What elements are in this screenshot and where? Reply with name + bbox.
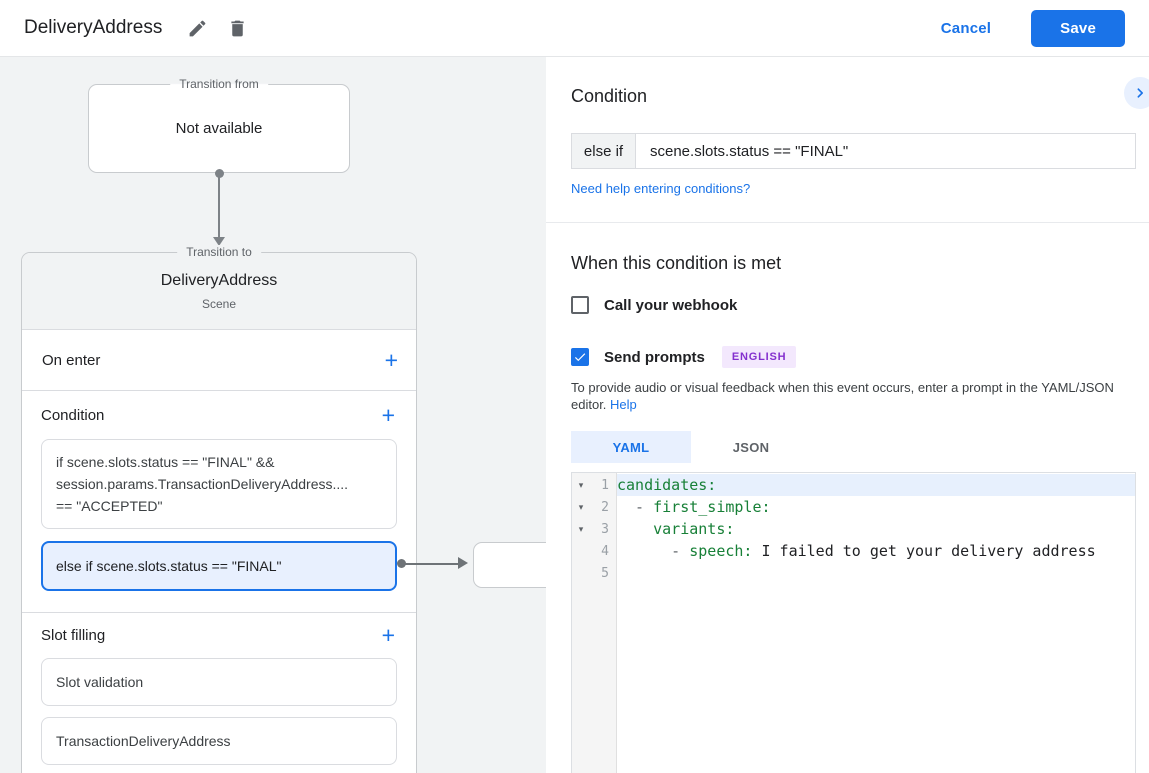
condition-label-row: Condition + [41, 391, 397, 439]
cancel-button[interactable]: Cancel [940, 19, 992, 37]
connector-right-dot [397, 559, 406, 568]
line-number: 1 [601, 477, 609, 493]
yaml-indent [617, 520, 653, 538]
transition-to-legend: Transition to [177, 245, 261, 259]
save-button[interactable]: Save [1031, 9, 1125, 47]
on-enter-section: On enter + [22, 330, 416, 391]
yaml-value: I failed to get your delivery address [752, 542, 1096, 560]
scene-diagram-canvas: Transition from Not available Transition… [0, 57, 546, 773]
slot-item-transaction-delivery-address[interactable]: TransactionDeliveryAddress [41, 717, 397, 765]
code-line-5 [617, 562, 1135, 584]
editor-code-area[interactable]: candidates: - first_simple: variants: - … [617, 473, 1135, 773]
condition-item-if[interactable]: if scene.slots.status == "FINAL" && sess… [41, 439, 397, 529]
fold-toggle-icon[interactable]: ▾ [578, 479, 584, 490]
trash-icon [231, 20, 244, 36]
line-number: 3 [601, 521, 609, 537]
transition-from-content: Not available [175, 120, 263, 137]
language-badge: ENGLISH [721, 346, 797, 368]
transition-target-node[interactable] [473, 542, 546, 588]
code-line-3: variants: [617, 518, 1135, 540]
condition-if-line2: session.params.TransactionDeliveryAddres… [56, 476, 349, 492]
editor-format-tabs: YAML JSON [571, 431, 811, 463]
chevron-right-icon [1137, 88, 1143, 98]
slot-filling-section: Slot filling + Slot validation Transacti… [22, 613, 416, 765]
code-line-2: - first_simple: [617, 496, 1135, 518]
panel-title: Condition [571, 86, 648, 106]
edit-scene-button[interactable] [184, 15, 210, 41]
conditions-help-link[interactable]: Need help entering conditions? [571, 181, 751, 196]
condition-if-line1: if scene.slots.status == "FINAL" && [56, 454, 275, 470]
scene-name: DeliveryAddress [160, 271, 278, 289]
panel-divider [546, 222, 1149, 223]
collapse-panel-button[interactable] [1124, 77, 1149, 109]
condition-label: Condition [41, 406, 105, 424]
gutter-row: ▾ 3 [572, 518, 616, 540]
prompts-description-text: To provide audio or visual feedback when… [571, 380, 1114, 412]
condition-if-line3: == "ACCEPTED" [56, 498, 163, 514]
delete-scene-button[interactable] [224, 15, 250, 41]
transition-from-box: Transition from Not available [88, 77, 350, 173]
code-line-1: candidates: [617, 474, 1135, 496]
condition-prefix: else if [572, 134, 636, 168]
when-condition-met-title: When this condition is met [571, 253, 782, 273]
connector-right-line [404, 563, 460, 565]
gutter-row: ▾ 2 [572, 496, 616, 518]
yaml-key: variants: [653, 520, 735, 538]
yaml-key: speech: [689, 542, 753, 560]
connector-right-arrowhead [458, 557, 468, 569]
fold-toggle-icon[interactable]: ▾ [578, 501, 584, 512]
fold-toggle-icon[interactable]: ▾ [578, 523, 584, 534]
condition-section: Condition + if scene.slots.status == "FI… [22, 391, 416, 613]
yaml-key: candidates: [617, 476, 717, 494]
prompts-help-link[interactable]: Help [610, 397, 637, 412]
add-condition-button[interactable]: + [381, 401, 395, 428]
slot-filling-label-row: Slot filling + [41, 613, 397, 658]
connector-down-line [218, 176, 220, 237]
editor-gutter: ▾ 1 ▾ 2 ▾ 3 4 5 [572, 473, 617, 773]
send-prompts-row: Send prompts ENGLISH [571, 346, 797, 368]
yaml-code-editor[interactable]: ▾ 1 ▾ 2 ▾ 3 4 5 [571, 472, 1136, 773]
call-webhook-checkbox[interactable] [571, 296, 589, 314]
yaml-dash: - [617, 542, 690, 560]
line-number: 5 [601, 565, 609, 581]
slot-item-validation[interactable]: Slot validation [41, 658, 397, 706]
send-prompts-label: Send prompts [604, 348, 705, 366]
add-on-enter-button[interactable]: + [384, 346, 398, 373]
checkmark-icon [574, 353, 586, 362]
call-webhook-label: Call your webhook [604, 296, 738, 314]
scene-node-card: Transition to DeliveryAddress Scene On e… [21, 245, 417, 773]
condition-expression-input[interactable]: scene.slots.status == "FINAL" [650, 142, 849, 160]
gutter-row: ▾ 1 [572, 474, 616, 496]
page-title: DeliveryAddress [24, 17, 163, 38]
gutter-row: 5 [572, 562, 616, 584]
scene-type-label: Scene [201, 296, 237, 311]
add-slot-button[interactable]: + [381, 622, 395, 648]
yaml-key: first_simple: [653, 498, 771, 516]
code-line-4: - speech: I failed to get your delivery … [617, 540, 1135, 562]
scene-node-header[interactable]: DeliveryAddress Scene [22, 253, 416, 330]
condition-item-elseif-selected[interactable]: else if scene.slots.status == "FINAL" [41, 541, 397, 591]
prompts-description: To provide audio or visual feedback when… [571, 379, 1127, 413]
line-number: 2 [601, 499, 609, 515]
connector-down-arrowhead [213, 237, 225, 246]
top-bar: DeliveryAddress Cancel Save [0, 0, 1149, 57]
transition-from-legend: Transition from [170, 77, 268, 91]
condition-expression-field: else if scene.slots.status == "FINAL" [571, 133, 1136, 169]
gutter-row: 4 [572, 540, 616, 562]
yaml-dash: - [617, 498, 654, 516]
slot-filling-label: Slot filling [41, 627, 106, 644]
condition-detail-panel: Condition else if scene.slots.status == … [546, 57, 1149, 773]
webhook-row: Call your webhook [571, 296, 737, 314]
line-number: 4 [601, 543, 609, 559]
tab-yaml[interactable]: YAML [571, 431, 691, 463]
connector-down-dot [215, 169, 224, 178]
tab-json[interactable]: JSON [732, 439, 770, 455]
pencil-icon [189, 20, 206, 36]
on-enter-label: On enter [42, 351, 101, 369]
send-prompts-checkbox[interactable] [571, 348, 589, 366]
